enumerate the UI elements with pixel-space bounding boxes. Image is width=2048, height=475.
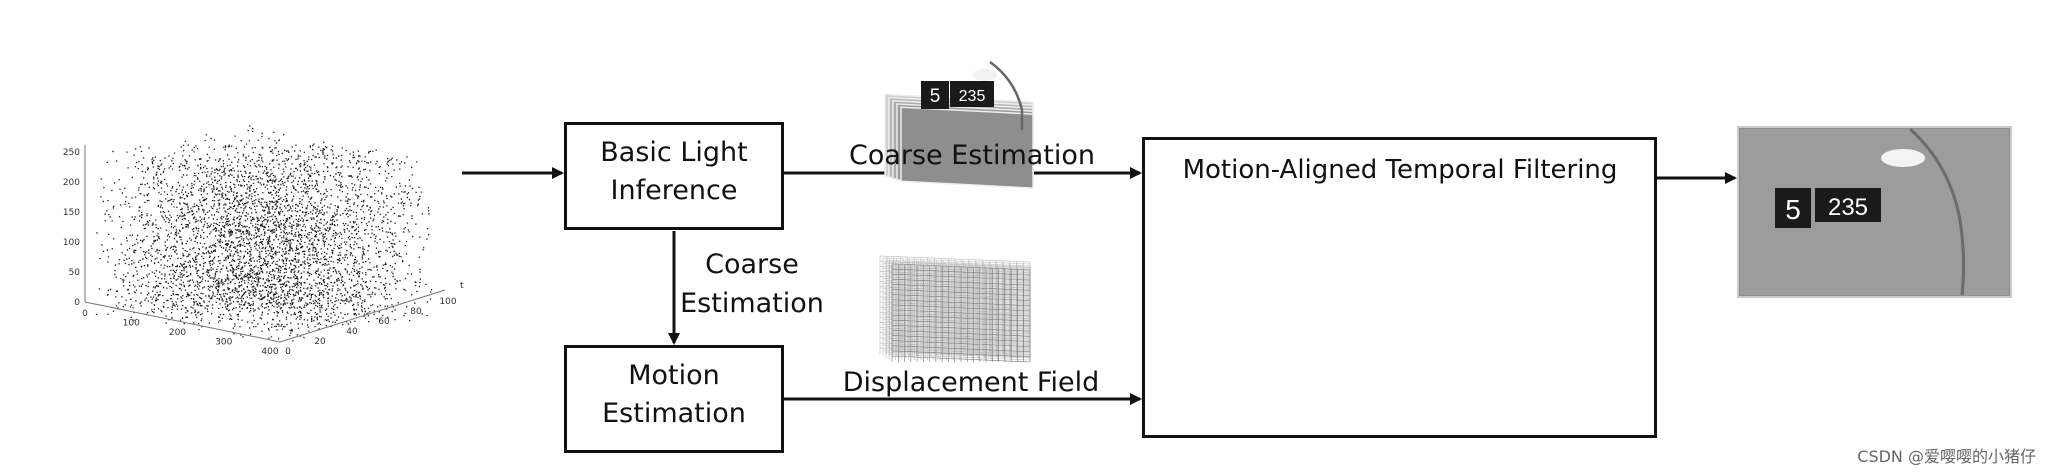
output-image: 5 235 [1737, 126, 2012, 298]
coarse-estimation-down-label: Coarse Estimation [680, 249, 824, 320]
displacement-grid [891, 263, 1031, 363]
motion-estimation-box [564, 345, 784, 453]
stack-plate-number-bg [950, 81, 994, 107]
point-cloud-x-tick: 100 [123, 319, 140, 329]
point-cloud-z-tick: 40 [346, 327, 358, 337]
point-cloud-z-tick: 20 [314, 337, 326, 347]
point-cloud-z-tick: 100 [439, 297, 456, 307]
watermark: CSDN @爱嘤嘤的小猪仔 [1857, 447, 2036, 466]
temporal-filtering-box [1142, 137, 1657, 438]
point-cloud-axes [84, 145, 446, 343]
motion-estimation-label: Motion Estimation [602, 360, 746, 429]
point-cloud-z-tick: 80 [410, 307, 422, 317]
coarse-frame-headlight [973, 69, 997, 81]
basic-light-inference-box [564, 122, 784, 230]
output-plate-digit: 5 [1785, 194, 1801, 225]
point-cloud-y-tick: 250 [63, 148, 80, 158]
output-car-edge [1908, 127, 1966, 296]
stack-plate-digit-bg [921, 81, 949, 109]
point-cloud-x-tick: 200 [169, 328, 186, 338]
displacement-field-stack [879, 255, 1031, 363]
output-plate-number-bg [1815, 188, 1881, 222]
point-cloud-t-label: t [460, 281, 464, 291]
point-cloud-z-tick: 0 [285, 347, 291, 357]
point-cloud-y-ticks: 0 50 100 150 200 250 [63, 148, 80, 308]
point-cloud-x-tick: 0 [82, 309, 88, 319]
point-cloud-z-ticks: 0 20 40 60 80 100 [285, 297, 457, 357]
point-cloud-plot: 0 50 100 150 200 250 0 100 200 300 400 0 20 40 60 80 1… [63, 125, 464, 357]
point-cloud-x-ticks: 0 100 200 300 400 [82, 309, 279, 357]
displacement-field-label: Displacement Field [842, 367, 1100, 398]
point-cloud-y-tick: 0 [74, 298, 80, 308]
point-cloud-dot-field [95, 125, 433, 342]
output-plate-number: 235 [1828, 194, 1868, 221]
point-cloud-y-tick: 150 [63, 208, 80, 218]
temporal-filtering-title: Motion-Aligned Temporal Filtering [1182, 155, 1618, 185]
basic-light-inference-label: Basic Light Inference [600, 137, 748, 206]
output-headlight [1881, 149, 1925, 167]
output-plate-digit-bg [1775, 188, 1811, 228]
coarse-frame [900, 106, 1034, 189]
coarse-estimation-top-label: Coarse Estimation [848, 140, 1096, 171]
coarse-frame-car-edge [989, 60, 1024, 130]
point-cloud-x-tick: 300 [215, 338, 232, 348]
point-cloud-dots [95, 125, 433, 342]
stack-plate-number: 235 [959, 88, 986, 105]
stack-plate-digit: 5 [930, 86, 941, 107]
point-cloud-x-tick: 400 [261, 347, 278, 357]
point-cloud-y-tick: 100 [63, 238, 80, 248]
point-cloud-z-tick: 60 [378, 317, 390, 327]
coarse-frames-stack: 5 235 [884, 60, 1034, 189]
point-cloud-y-tick: 50 [69, 268, 81, 278]
point-cloud-y-tick: 200 [63, 178, 80, 188]
